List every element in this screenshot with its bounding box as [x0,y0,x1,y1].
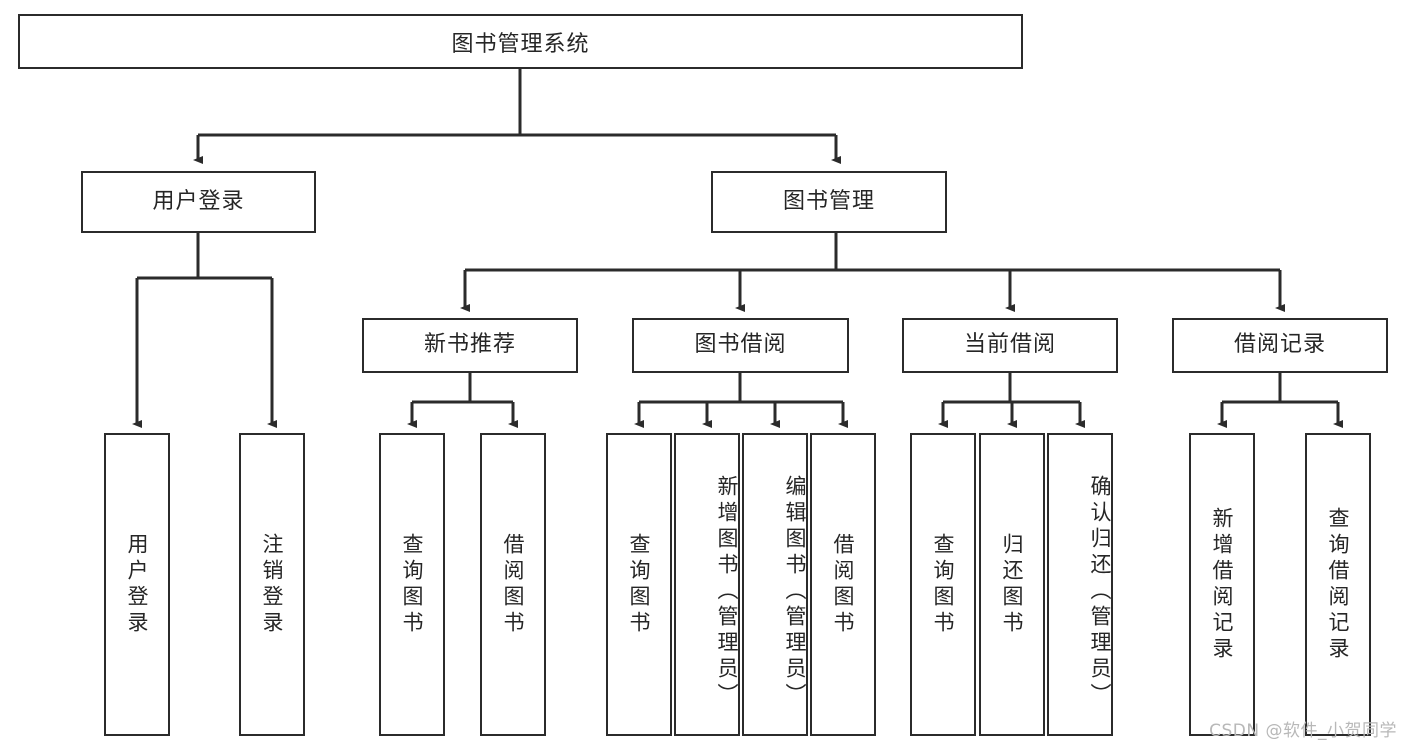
leaf-edit-book-admin[interactable]: 编辑图书（管理员） [742,433,808,736]
leaf-logout-login[interactable]: 注销登录 [239,433,305,736]
leaf-add-book-admin[interactable]: 新增图书（管理员） [674,433,740,736]
leaf-borrow-book-borrow[interactable]: 借阅图书 [810,433,876,736]
leaf-query-book-recommend[interactable]: 查询图书 [379,433,445,736]
node-root-system[interactable]: 图书管理系统 [18,14,1023,69]
leaf-query-borrow-record[interactable]: 查询借阅记录 [1305,433,1371,736]
leaf-return-book[interactable]: 归还图书 [979,433,1045,736]
node-user-login[interactable]: 用户登录 [81,171,316,233]
leaf-borrow-book-recommend[interactable]: 借阅图书 [480,433,546,736]
node-current-borrow[interactable]: 当前借阅 [902,318,1118,373]
watermark-credit: CSDN @软件_小贺同学 [1209,721,1397,741]
leaf-add-borrow-record[interactable]: 新增借阅记录 [1189,433,1255,736]
leaf-confirm-return-admin[interactable]: 确认归还（管理员） [1047,433,1113,736]
leaf-query-book-borrow[interactable]: 查询图书 [606,433,672,736]
node-new-book-recommend[interactable]: 新书推荐 [362,318,578,373]
leaf-query-book-current[interactable]: 查询图书 [910,433,976,736]
node-book-borrow[interactable]: 图书借阅 [632,318,849,373]
node-borrow-record[interactable]: 借阅记录 [1172,318,1388,373]
node-book-manage[interactable]: 图书管理 [711,171,947,233]
leaf-user-login[interactable]: 用户登录 [104,433,170,736]
